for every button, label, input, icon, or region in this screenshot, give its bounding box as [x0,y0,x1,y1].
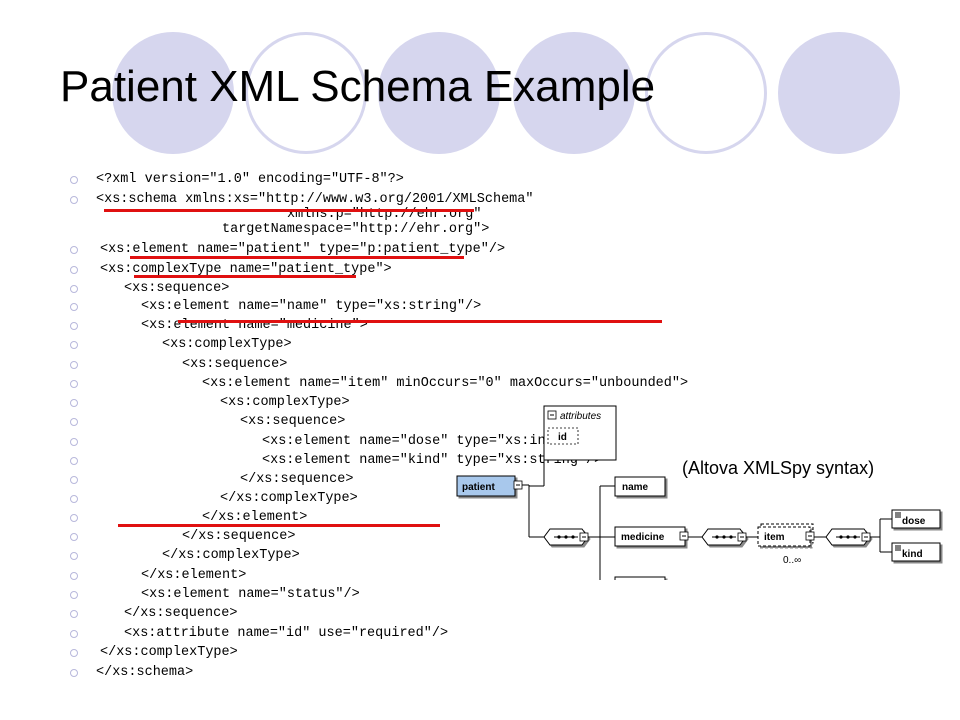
sequence-compositor [543,485,615,580]
bullet [70,285,78,293]
code-continuation: targetNamespace="http://ehr.org"> [222,222,490,237]
code-text: <xs:element name="medicine"> [141,318,368,333]
element-medicine: medicine [614,526,702,547]
name-label: name [622,482,649,493]
annotation-underline [130,256,464,259]
code-text: <xs:element name="item" minOccurs="0" ma… [202,376,689,391]
decorative-circle [513,32,635,154]
item-label: item [764,532,785,543]
code-text: </xs:element> [141,568,247,583]
code-text: </xs:complexType> [220,491,358,506]
element-item: item 0..∞ [757,523,826,566]
code-text: <xs:schema xmlns:xs="http://www.w3.org/2… [96,192,534,207]
code-text: </xs:sequence> [182,529,296,544]
bullet [70,341,78,349]
bullet [70,649,78,657]
code-text: </xs:element> [202,510,308,525]
bullet [70,476,78,484]
element-status: status [614,576,666,580]
bullet [70,322,78,330]
code-text: <xs:complexType> [162,337,292,352]
bullet [70,438,78,446]
patient-label: patient [462,482,495,493]
slide-title: Patient XML Schema Example [60,62,656,111]
bullet [70,552,78,560]
code-text: <xs:sequence> [182,357,288,372]
bullet [70,266,78,274]
bullet [70,591,78,599]
code-text: <xs:complexType> [220,395,350,410]
element-patient: patient [456,460,545,538]
bullet [70,533,78,541]
bullet [70,669,78,677]
element-dose: dose [891,509,941,529]
occurrence-label: 0..∞ [783,555,801,566]
annotation-underline [134,275,356,278]
element-name: name [614,476,666,497]
bullet [70,246,78,254]
decorative-circle [378,32,500,154]
kind-label: kind [902,549,923,560]
code-text: <xs:sequence> [240,414,346,429]
diagram-caption: (Altova XMLSpy syntax) [682,458,875,478]
sequence-compositor [825,518,892,553]
code-text: <xs:sequence> [124,281,230,296]
bullet [70,380,78,388]
code-text: <xs:complexType name="patient_type"> [100,262,392,277]
bullet [70,630,78,638]
decorative-ring [245,32,367,154]
code-text: </xs:sequence> [240,472,354,487]
dose-label: dose [902,516,926,527]
annotation-underline [104,209,474,212]
attributes-label: attributes [560,411,601,422]
code-text: <?xml version="1.0" encoding="UTF-8"?> [96,172,404,187]
decorative-ring [645,32,767,154]
decorative-circle [112,32,234,154]
code-text: </xs:complexType> [162,548,300,563]
bullet [70,572,78,580]
decorative-circle [778,32,900,154]
sequence-compositor [701,528,758,546]
code-text: </xs:complexType> [100,645,238,660]
annotation-underline [118,524,440,527]
bullet [70,610,78,618]
attribute-id: id [558,432,567,443]
bullet [70,303,78,311]
bullet [70,361,78,369]
bullet [70,196,78,204]
code-text: </xs:sequence> [124,606,238,621]
code-text: <xs:element name="patient" type="p:patie… [100,242,506,257]
bullet [70,514,78,522]
bullet [70,176,78,184]
bullet [70,418,78,426]
annotation-underline [178,320,662,323]
element-kind: kind [891,542,941,562]
code-text: <xs:element name="name" type="xs:string"… [141,299,482,314]
code-text: <xs:attribute name="id" use="required"/> [124,626,449,641]
bullet [70,495,78,503]
code-text: <xs:element name="status"/> [141,587,360,602]
schema-diagram: attributes id patient name medicine [456,405,941,580]
medicine-label: medicine [621,532,665,543]
bullet [70,399,78,407]
attributes-box: attributes id [543,405,617,461]
bullet [70,457,78,465]
code-text: </xs:schema> [96,665,194,680]
